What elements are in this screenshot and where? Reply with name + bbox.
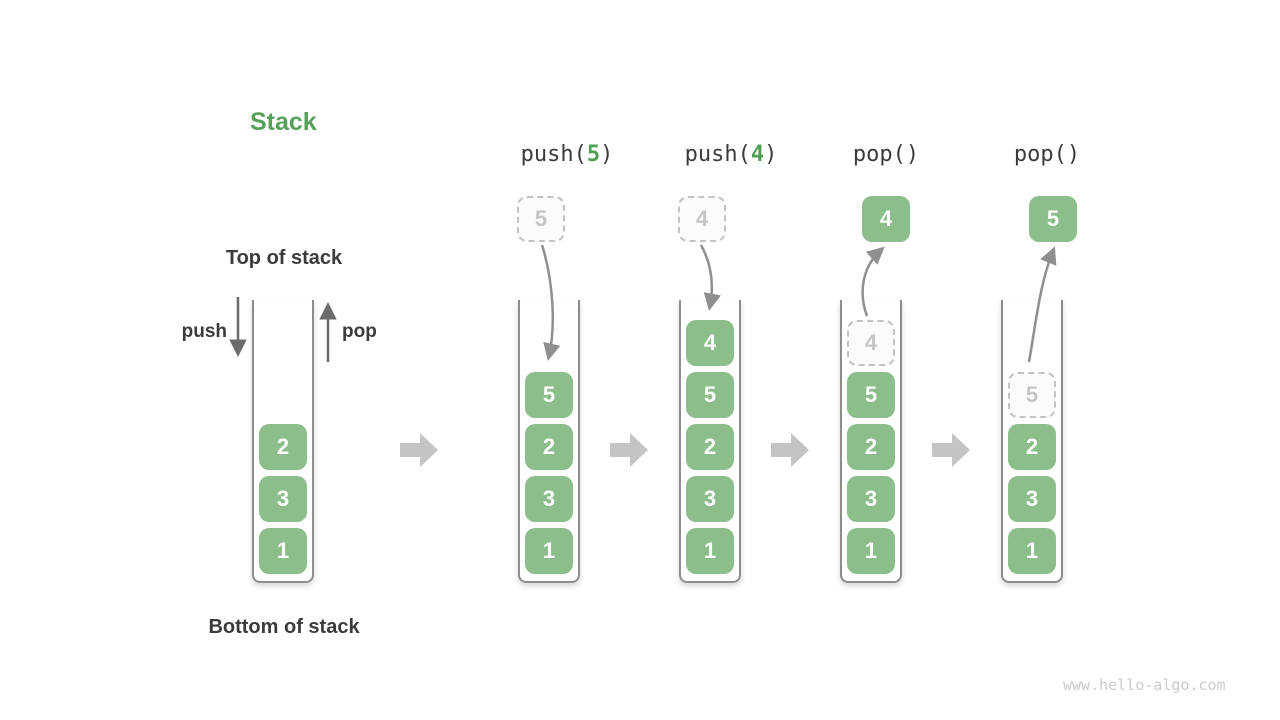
stack-block: 2 (525, 424, 573, 470)
op-text: ) (600, 142, 614, 167)
op-arg: 5 (586, 142, 601, 167)
stack-block: 2 (1008, 424, 1056, 470)
stack-block: 5 (525, 372, 573, 418)
bottom-of-stack-label: Bottom of stack (208, 616, 360, 638)
stack-block: 5 (686, 372, 734, 418)
watermark: www.hello-algo.com (1063, 676, 1226, 694)
float-box-popped-5: 5 (1029, 196, 1077, 242)
stack-block: 1 (259, 528, 307, 574)
stack-block: 2 (847, 424, 895, 470)
op-text: ) (1066, 142, 1081, 167)
stack-block: 3 (686, 476, 734, 522)
ghost-block: 5 (1008, 372, 1056, 418)
op-label-pop-1: pop() (816, 142, 956, 167)
stack-container-3: 4 5 2 3 1 (679, 300, 741, 583)
op-text: push( (520, 142, 587, 167)
stack-container-4: 4 5 2 3 1 (840, 300, 902, 583)
transition-arrow-icon (932, 433, 970, 467)
op-text: pop( (1013, 142, 1067, 167)
transition-arrow-icon (400, 433, 438, 467)
stack-block: 5 (847, 372, 895, 418)
stack-block: 3 (847, 476, 895, 522)
transition-arrow-icon (771, 433, 809, 467)
ghost-block: 4 (847, 320, 895, 366)
stack-block: 1 (1008, 528, 1056, 574)
stack-container-1: 2 3 1 (252, 300, 314, 583)
push-4-curved-arrow-icon (699, 244, 721, 311)
stack-block: 3 (259, 476, 307, 522)
top-of-stack-label: Top of stack (225, 247, 343, 269)
op-text: ) (764, 142, 778, 167)
op-label-push-4: push(4) (661, 142, 801, 167)
stack-block: 1 (847, 528, 895, 574)
float-box-ghost-5: 5 (517, 196, 565, 242)
stack-block: 2 (259, 424, 307, 470)
pop-label: pop (342, 321, 377, 342)
push-label: push (181, 321, 227, 342)
page-title: Stack (250, 108, 317, 136)
stack-container-5: 5 2 3 1 (1001, 300, 1063, 583)
op-label-pop-2: pop() (977, 142, 1117, 167)
op-text: pop( (852, 142, 906, 167)
stack-block: 1 (525, 528, 573, 574)
stack-block: 3 (525, 476, 573, 522)
float-box-popped-4: 4 (862, 196, 910, 242)
stack-container-2: 5 2 3 1 (518, 300, 580, 583)
op-label-push-5: push(5) (497, 142, 637, 167)
float-box-ghost-4: 4 (678, 196, 726, 242)
stack-block: 2 (686, 424, 734, 470)
stack-block: 3 (1008, 476, 1056, 522)
op-text: push( (684, 142, 751, 167)
op-text: ) (905, 142, 920, 167)
transition-arrow-icon (610, 433, 648, 467)
stack-block: 4 (686, 320, 734, 366)
stack-block: 1 (686, 528, 734, 574)
op-arg: 4 (750, 142, 765, 167)
